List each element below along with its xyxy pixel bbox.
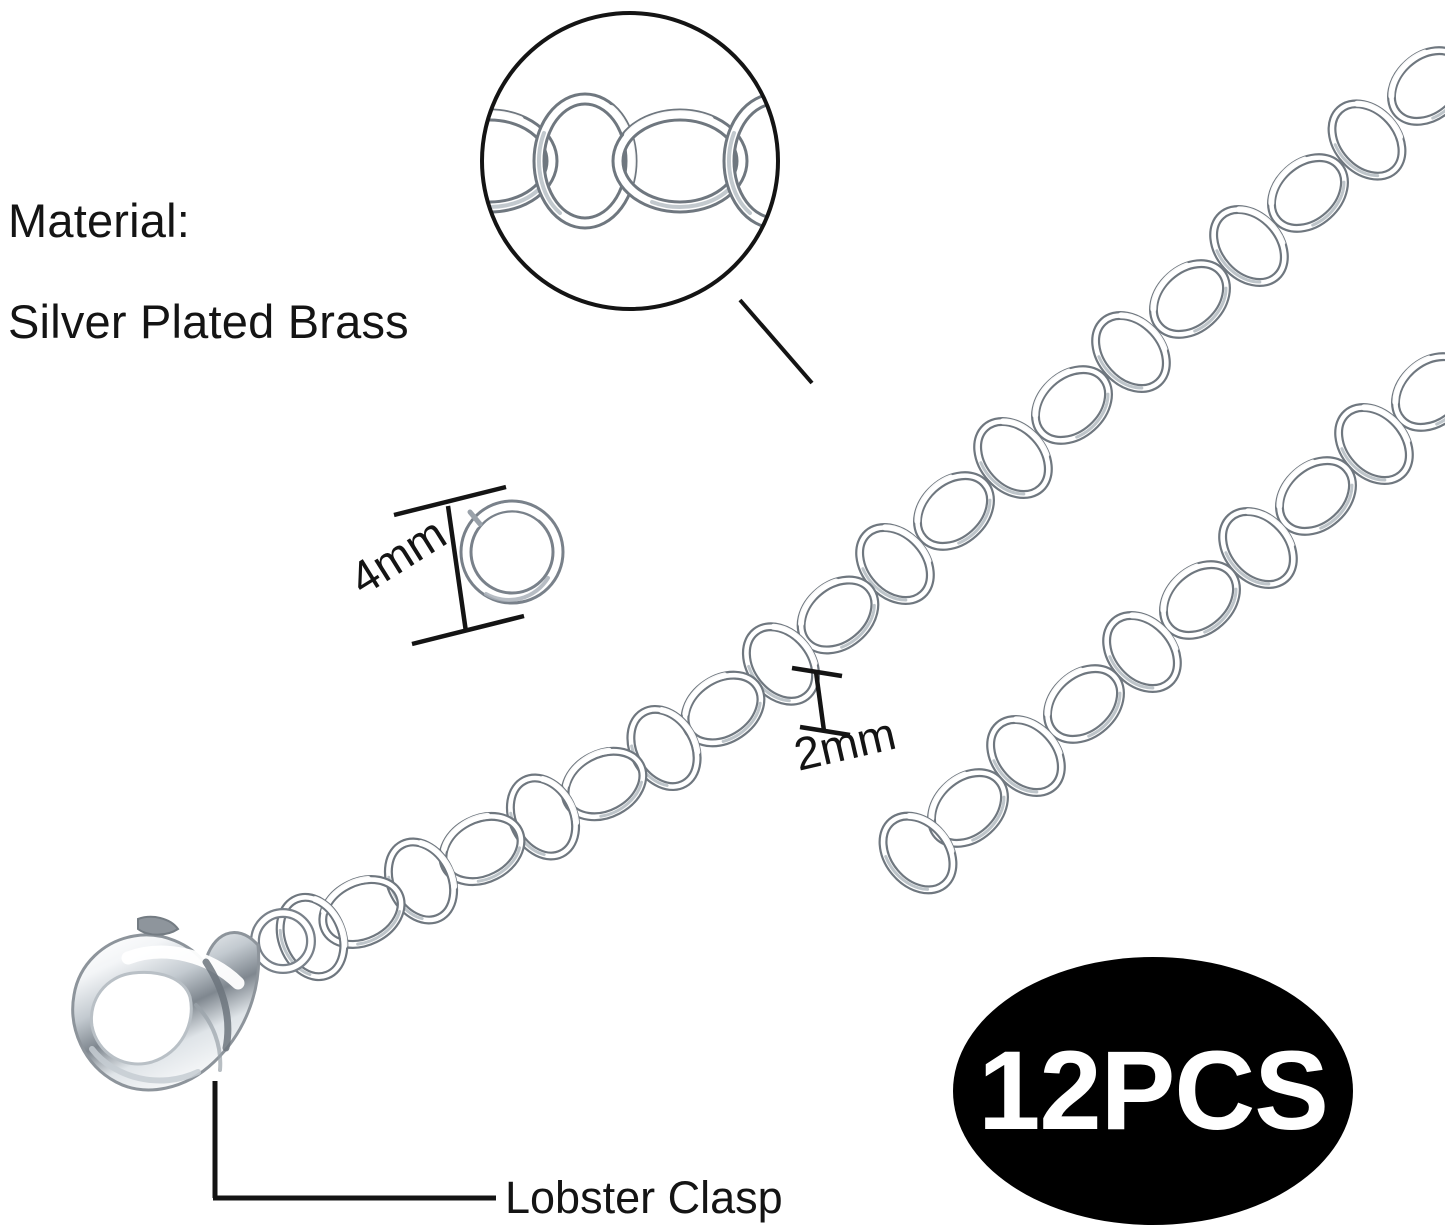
link-dimension-line: [791, 665, 851, 738]
quantity-badge: 12PCS: [953, 957, 1353, 1225]
chain-strand-upper: [269, 36, 1445, 986]
magnifier-circle: [480, 11, 814, 385]
ring-dimension-line: [393, 484, 525, 647]
material-label: Material:: [8, 194, 191, 247]
magnifier-leader-line: [738, 298, 814, 385]
jump-ring: [459, 499, 565, 605]
clasp-leader-line: [212, 1081, 496, 1201]
chain-strand-lower-right: [869, 342, 1445, 904]
material-value: Silver Plated Brass: [8, 295, 409, 348]
lobster-clasp-label: Lobster Clasp: [505, 1172, 783, 1223]
lobster-clasp: [71, 908, 316, 1092]
quantity-badge-text: 12PCS: [978, 1028, 1329, 1153]
